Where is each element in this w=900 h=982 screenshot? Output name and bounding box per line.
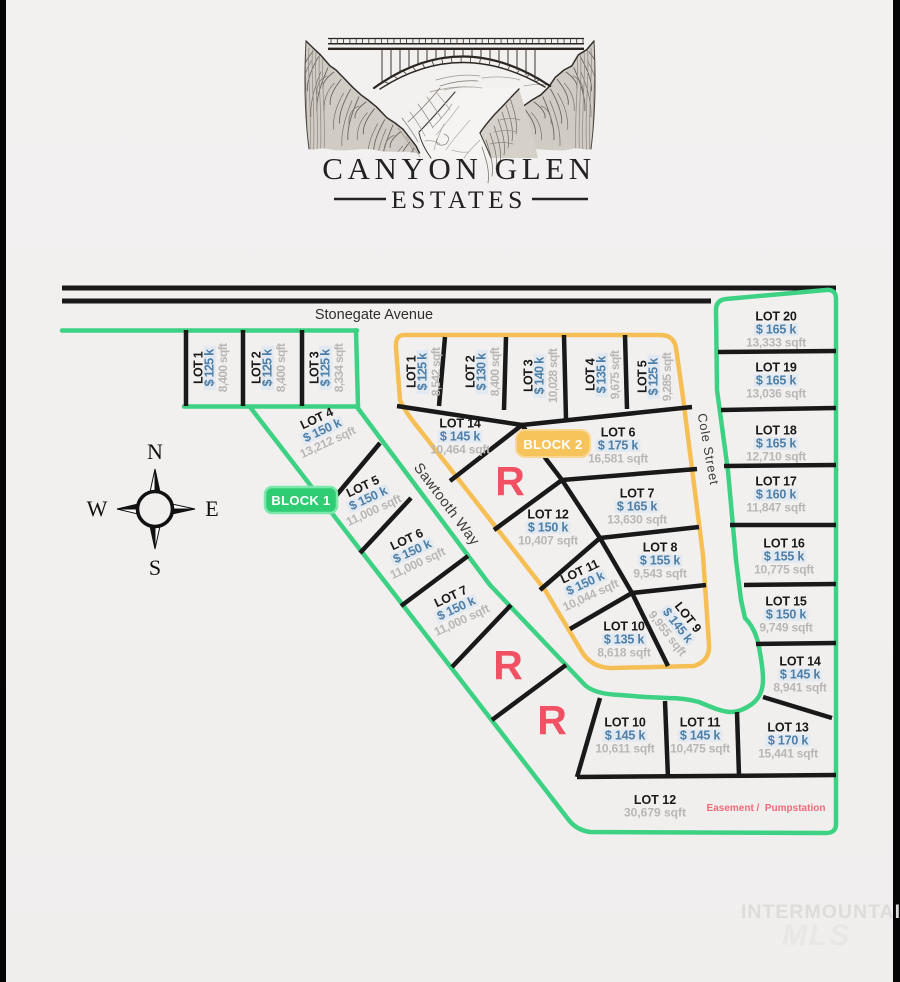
svg-text:11,847 sqft: 11,847 sqft <box>746 500 805 514</box>
svg-text:13,630 sqft: 13,630 sqft <box>607 512 667 526</box>
svg-text:10,475 sqft: 10,475 sqft <box>670 741 730 755</box>
svg-text:9,675 sqft: 9,675 sqft <box>608 350 622 399</box>
svg-text:R: R <box>493 642 523 688</box>
svg-text:$ 165 k: $ 165 k <box>756 322 797 336</box>
svg-text:8,334 sqft: 8,334 sqft <box>332 343 346 392</box>
svg-text:R: R <box>495 458 525 504</box>
svg-text:R: R <box>537 697 567 743</box>
svg-text:$ 175 k: $ 175 k <box>598 438 639 452</box>
svg-text:BLOCK 2: BLOCK 2 <box>523 437 582 452</box>
svg-text:LOT 10: LOT 10 <box>604 715 645 729</box>
svg-text:$ 135 k: $ 135 k <box>595 356 609 394</box>
svg-text:Stonegate Avenue: Stonegate Avenue <box>315 307 433 323</box>
svg-text:30,679 sqft: 30,679 sqft <box>624 806 686 820</box>
svg-text:LOT 10: LOT 10 <box>603 619 644 633</box>
svg-text:$ 135 k: $ 135 k <box>604 632 645 646</box>
svg-text:12,710 sqft: 12,710 sqft <box>746 449 806 463</box>
svg-text:ESTATES: ESTATES <box>391 185 527 214</box>
svg-text:10,611 sqft: 10,611 sqft <box>595 741 654 755</box>
svg-text:9,285 sqft: 9,285 sqft <box>660 352 674 401</box>
svg-text:8,941 sqft: 8,941 sqft <box>773 680 827 694</box>
svg-text:$ 125 k: $ 125 k <box>647 358 661 396</box>
svg-text:$ 155 k: $ 155 k <box>640 553 681 567</box>
svg-text:LOT 1: LOT 1 <box>192 351 206 384</box>
svg-text:$ 160 k: $ 160 k <box>756 487 797 501</box>
svg-text:$ 125 k: $ 125 k <box>416 353 430 391</box>
svg-text:LOT 3: LOT 3 <box>308 351 322 384</box>
svg-text:LOT 6: LOT 6 <box>601 425 636 439</box>
svg-text:10,407 sqft: 10,407 sqft <box>518 533 578 547</box>
svg-text:INTERMOUNTAIN: INTERMOUNTAIN <box>741 901 900 923</box>
svg-text:8,618 sqft: 8,618 sqft <box>597 645 651 659</box>
svg-text:$ 150 k: $ 150 k <box>528 520 569 534</box>
svg-text:Easement / Pumpstation: Easement / Pumpstation <box>707 803 826 814</box>
svg-text:LOT 13: LOT 13 <box>767 720 808 734</box>
svg-text:LOT 19: LOT 19 <box>755 360 796 374</box>
svg-text:LOT 8: LOT 8 <box>643 540 678 554</box>
svg-text:$ 150 k: $ 150 k <box>766 607 807 621</box>
svg-text:LOT 14: LOT 14 <box>439 416 480 430</box>
svg-text:LOT 12: LOT 12 <box>634 793 676 807</box>
svg-text:10,775 sqft: 10,775 sqft <box>754 562 814 576</box>
svg-text:$ 145 k: $ 145 k <box>680 728 721 742</box>
svg-text:LOT 16: LOT 16 <box>763 536 804 550</box>
svg-text:E: E <box>205 496 218 521</box>
svg-text:10,028 sqft: 10,028 sqft <box>546 348 560 403</box>
svg-text:8,400 sqft: 8,400 sqft <box>488 347 502 396</box>
svg-text:S: S <box>149 555 161 580</box>
svg-text:LOT 7: LOT 7 <box>620 486 655 500</box>
svg-text:$ 155 k: $ 155 k <box>764 549 805 563</box>
svg-text:$ 165 k: $ 165 k <box>617 499 658 513</box>
svg-text:LOT 20: LOT 20 <box>755 309 796 323</box>
svg-text:15,441 sqft: 15,441 sqft <box>758 746 818 760</box>
svg-text:LOT 2: LOT 2 <box>250 351 264 384</box>
svg-text:LOT 18: LOT 18 <box>755 423 796 437</box>
svg-text:9,543 sqft: 9,543 sqft <box>633 566 687 580</box>
svg-text:LOT 12: LOT 12 <box>527 507 568 521</box>
svg-text:8,400 sqft: 8,400 sqft <box>274 343 288 392</box>
svg-text:LOT 14: LOT 14 <box>779 654 820 668</box>
svg-text:LOT 5: LOT 5 <box>636 360 650 393</box>
svg-text:$ 145 k: $ 145 k <box>605 728 646 742</box>
svg-text:$ 170 k: $ 170 k <box>768 733 809 747</box>
svg-text:LOT 11: LOT 11 <box>680 715 721 729</box>
svg-text:N: N <box>147 439 163 464</box>
svg-text:LOT 4: LOT 4 <box>584 358 598 391</box>
svg-text:CANYON GLEN: CANYON GLEN <box>322 151 596 186</box>
svg-text:$ 130 k: $ 130 k <box>475 353 489 391</box>
svg-text:W: W <box>87 496 108 521</box>
svg-text:8,542 sqft: 8,542 sqft <box>429 347 443 396</box>
svg-text:$ 145 k: $ 145 k <box>780 667 821 681</box>
svg-text:$ 140 k: $ 140 k <box>533 357 547 395</box>
svg-text:LOT 3: LOT 3 <box>522 359 536 392</box>
svg-text:10,464 sqft: 10,464 sqft <box>430 442 490 456</box>
svg-text:$ 125 k: $ 125 k <box>319 349 333 387</box>
svg-text:$ 145 k: $ 145 k <box>440 429 481 443</box>
svg-text:13,036 sqft: 13,036 sqft <box>746 386 806 400</box>
svg-text:16,581 sqft: 16,581 sqft <box>588 451 648 465</box>
svg-text:8,400 sqft: 8,400 sqft <box>216 343 230 392</box>
svg-text:9,749 sqft: 9,749 sqft <box>759 620 813 634</box>
svg-text:LOT 2: LOT 2 <box>464 355 478 388</box>
svg-text:MLS: MLS <box>782 919 851 952</box>
svg-text:LOT 17: LOT 17 <box>755 474 796 488</box>
svg-text:$ 125 k: $ 125 k <box>261 349 275 387</box>
svg-text:$ 165 k: $ 165 k <box>756 436 797 450</box>
svg-text:LOT 1: LOT 1 <box>405 355 419 388</box>
svg-text:$ 165 k: $ 165 k <box>756 373 797 387</box>
svg-text:LOT 15: LOT 15 <box>765 594 806 608</box>
svg-text:$ 125 k: $ 125 k <box>203 349 217 387</box>
svg-text:BLOCK 1: BLOCK 1 <box>271 493 330 508</box>
svg-text:13,333 sqft: 13,333 sqft <box>746 335 806 349</box>
